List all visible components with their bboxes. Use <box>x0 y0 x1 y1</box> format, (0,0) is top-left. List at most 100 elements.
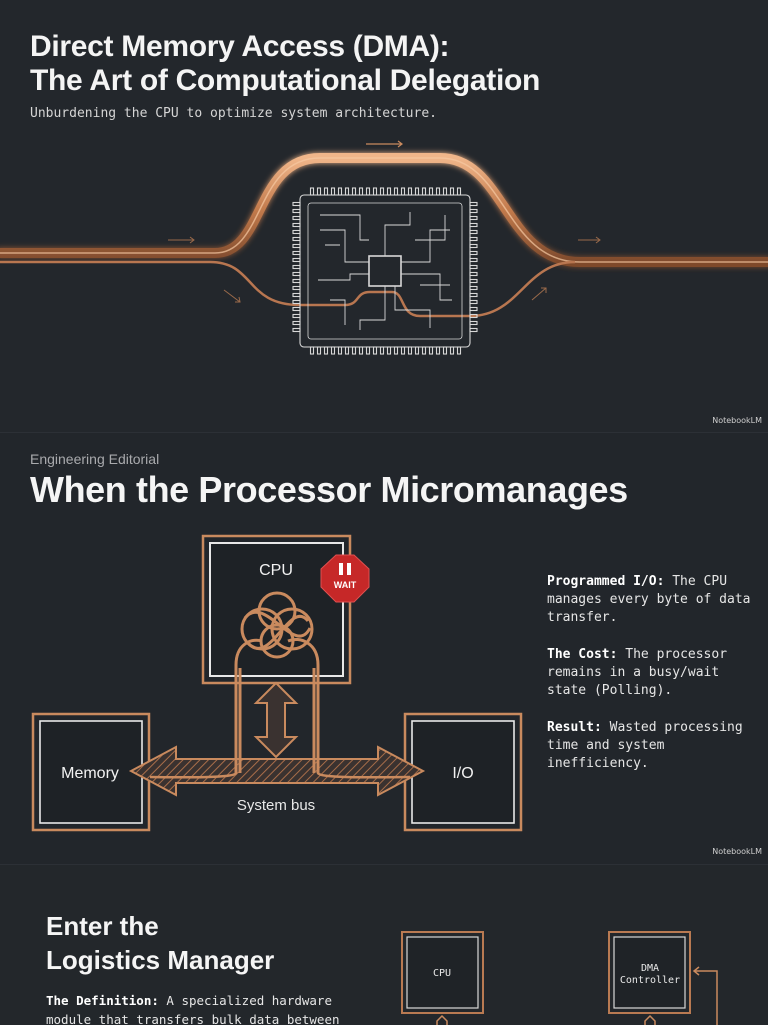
chip-pin <box>351 346 357 355</box>
chip-pin <box>372 346 378 355</box>
notebooklm-badge: NotebookLM <box>712 847 762 856</box>
chip-pin <box>292 299 301 305</box>
dma-controller-chip <box>608 931 691 1014</box>
chip-pin <box>469 278 478 284</box>
chip-pin <box>292 327 301 333</box>
chip-pin <box>351 187 357 196</box>
definition-term: The Definition: <box>46 993 159 1008</box>
point-term: Programmed I/O: <box>547 574 665 589</box>
chip-pin <box>386 346 392 355</box>
microchip-icon <box>292 187 478 355</box>
chip-pin <box>469 257 478 263</box>
cpu-box <box>201 534 352 685</box>
bus-label: System bus <box>237 797 315 814</box>
chip-pin <box>323 346 329 355</box>
chip-pin <box>358 346 364 355</box>
slide-subtitle: Unburdening the CPU to optimize system a… <box>30 106 437 121</box>
chip-pin <box>379 187 385 196</box>
chip-pin <box>292 257 301 263</box>
chip-pin <box>414 187 420 196</box>
chip-pin <box>292 292 301 298</box>
title-line-1: Direct Memory Access (DMA): <box>30 30 450 63</box>
chip-pin <box>292 278 301 284</box>
dma-label-line2: Controller <box>620 975 680 986</box>
chip-pin <box>469 292 478 298</box>
slide-logistics: Enter the Logistics Manager The Definiti… <box>0 864 768 1025</box>
chip-pin <box>365 346 371 355</box>
chip-pin <box>379 346 385 355</box>
chip-pin <box>469 243 478 249</box>
cpu-up-arrow-icon <box>436 1014 448 1025</box>
chip-pin <box>393 187 399 196</box>
slide-title-heading: Direct Memory Access (DMA): The Art of C… <box>30 30 540 98</box>
slide-title: Direct Memory Access (DMA): The Art of C… <box>0 0 768 432</box>
chip-pin <box>292 201 301 207</box>
chip-pin <box>292 215 301 221</box>
dma-up-arrow-icon <box>644 1014 656 1025</box>
definition: The Definition: A specialized hardware m… <box>46 991 376 1025</box>
chip-pin <box>337 187 343 196</box>
chip-pin <box>292 306 301 312</box>
chip-pin <box>414 346 420 355</box>
chip-pin <box>292 285 301 291</box>
chip-pin <box>456 187 462 196</box>
chip-pin <box>469 222 478 228</box>
cpu-label: CPU <box>259 562 293 579</box>
system-bus-arrow <box>128 745 426 797</box>
cpu-label: CPU <box>433 968 451 979</box>
slide-heading: When the Processor Micromanages <box>30 469 628 510</box>
chip-pin <box>344 346 350 355</box>
chip-pin <box>292 208 301 214</box>
point-text: The processor remains in a busy/wait sta… <box>547 647 728 698</box>
chip-pin <box>469 271 478 277</box>
chip-pin <box>407 187 413 196</box>
chip-pin <box>323 187 329 196</box>
point-text: The CPU manages every byte of data trans… <box>547 574 751 625</box>
chip-pin <box>316 187 322 196</box>
io-box <box>403 712 523 832</box>
point-programmed-io: Programmed I/O: The CPU manages every by… <box>547 573 762 627</box>
chip-pin <box>435 187 441 196</box>
slide-micromanage: Engineering Editorial When the Processor… <box>0 432 768 865</box>
chip-pin <box>365 187 371 196</box>
cpu-bus-arrow <box>253 681 299 759</box>
wait-stop-icon <box>320 554 370 603</box>
chip-pin <box>292 271 301 277</box>
bypass-pipe <box>0 153 768 267</box>
chip-pin <box>358 187 364 196</box>
chip-pin <box>400 346 406 355</box>
chip-pin <box>393 346 399 355</box>
chip-pin <box>421 187 427 196</box>
chip-pin <box>469 215 478 221</box>
cpu-chip <box>401 931 484 1014</box>
chip-pin <box>469 306 478 312</box>
point-term: The Cost: <box>547 647 618 662</box>
chip-pin <box>292 222 301 228</box>
chip-pin <box>292 264 301 270</box>
chip-pin <box>292 313 301 319</box>
chip-pin <box>469 299 478 305</box>
slide-heading: Enter the Logistics Manager <box>46 909 274 977</box>
chip-pin <box>469 201 478 207</box>
chip-illustration <box>0 140 768 355</box>
tangled-wire-knot <box>149 591 411 779</box>
title-line-2: Logistics Manager <box>46 945 275 975</box>
notebooklm-badge: NotebookLM <box>712 416 762 425</box>
point-cost: The Cost: The processor remains in a bus… <box>547 646 762 700</box>
chip-pin <box>292 320 301 326</box>
point-result: Result: Wasted processing time and syste… <box>547 719 762 773</box>
chip-pin <box>469 250 478 256</box>
point-text: Wasted processing time and system ineffi… <box>547 720 743 771</box>
title-line-2: The Art of Computational Delegation <box>30 64 541 97</box>
chip-pin <box>421 346 427 355</box>
chip-pin <box>456 346 462 355</box>
chip-pin <box>469 285 478 291</box>
chip-pin <box>372 187 378 196</box>
chip-pin <box>469 208 478 214</box>
dma-feedback-arrow <box>692 966 718 1025</box>
key-points: Programmed I/O: The CPU manages every by… <box>547 573 762 792</box>
lower-wire <box>0 260 576 318</box>
chip-pin <box>449 346 455 355</box>
programmed-io-diagram: CPU WAIT Memory I/O System bus <box>31 534 523 832</box>
dma-diagram: CPU DMA Controller <box>401 931 718 1025</box>
